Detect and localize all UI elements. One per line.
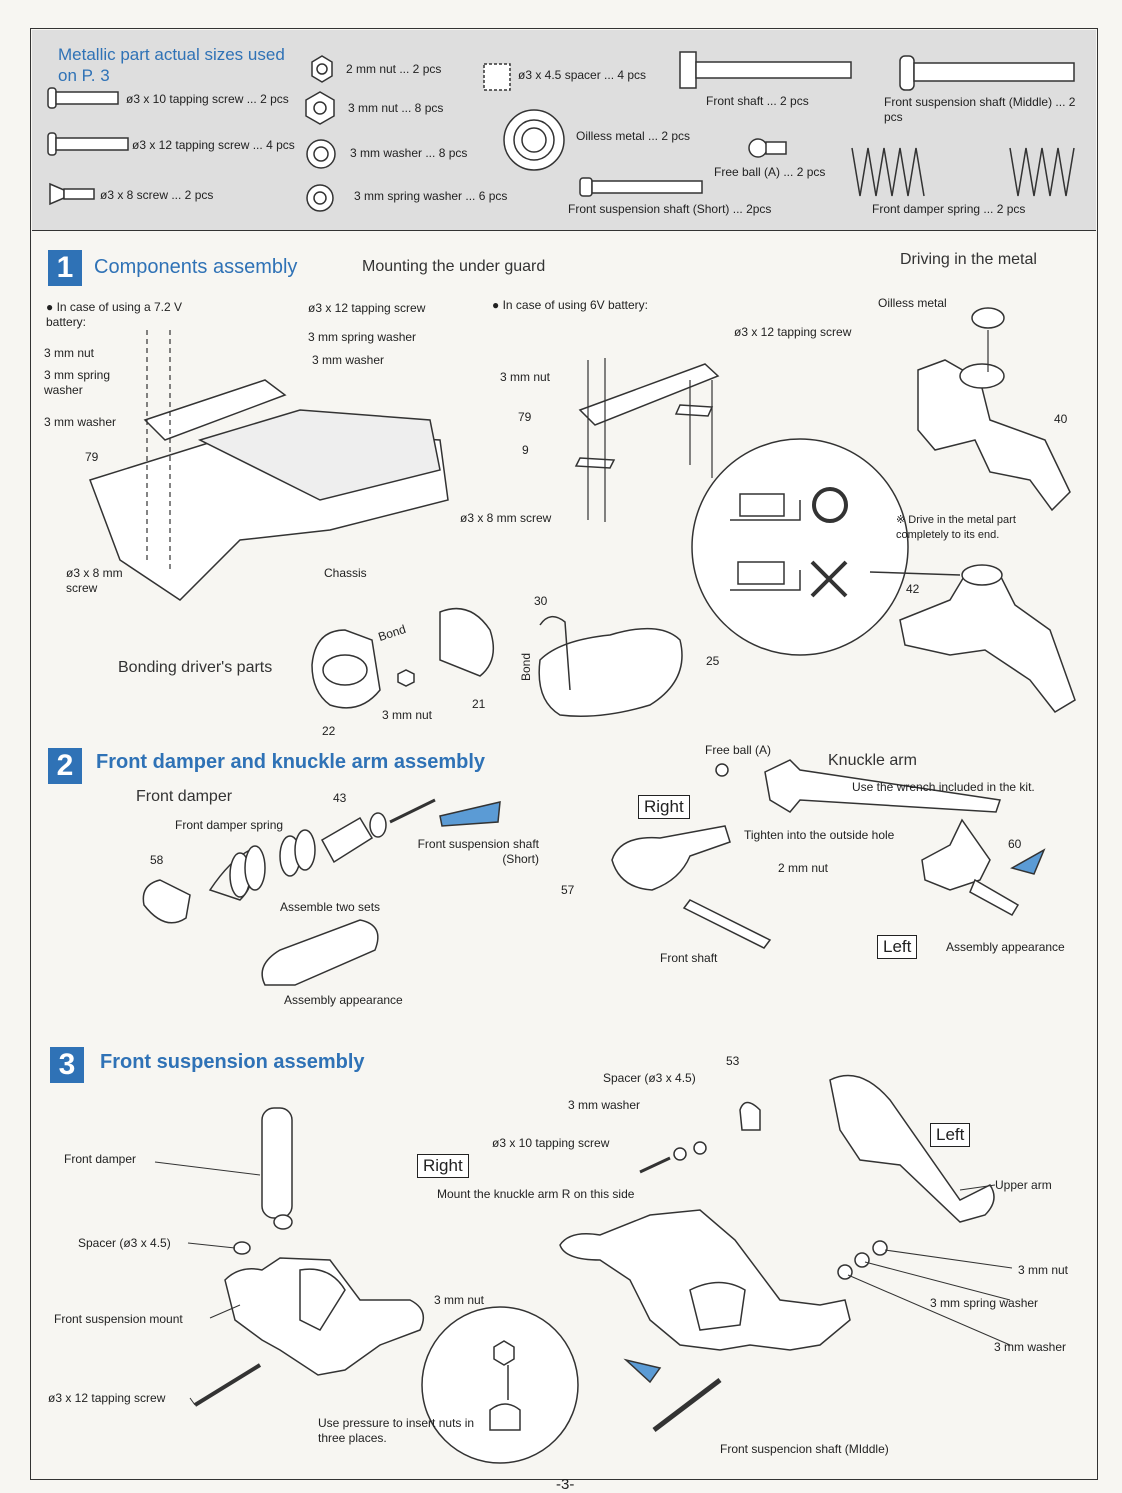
page-number: -3- [556,1476,575,1493]
s2-assembly-appearance-knuckle: Assembly appearance [946,940,1065,954]
under-guard-subtitle: Mounting the under guard [362,258,546,275]
s3-spacer-right-label: Spacer (ø3 x 4.5) [603,1071,696,1085]
partno-79b: 79 [518,410,532,424]
part-damper-spring: Front damper spring ... 2 pcs [872,202,1026,216]
s3-mount-label: Front suspension mount [54,1312,183,1326]
s1-nut-label: 3 mm nut [44,346,95,360]
partno-57: 57 [561,883,575,897]
s2-knuckle-arm-label: Knuckle arm [828,752,917,769]
case-72v: ● In case of using a 7.2 V battery: [46,300,182,329]
part-spring-washer: 3 mm spring washer ... 6 pcs [354,189,508,203]
partno-25: 25 [706,654,720,668]
part-tap12: ø3 x 12 tapping screw ... 4 pcs [132,138,295,152]
s3-tap12-label: ø3 x 12 tapping screw [48,1391,166,1405]
s1-washer-left-label: 3 mm washer [44,415,117,429]
s1-tap12-label: ø3 x 12 tapping screw [308,301,426,315]
s2-tighten-label: Tighten into the outside hole [744,828,895,842]
s1-oilless-label: Oilless metal [878,296,947,310]
section2-title: Front damper and knuckle arm assembly [96,751,486,773]
s2-damper-spring-label: Front damper spring [175,818,284,832]
s2-right-label: Right [638,795,690,819]
parts-list-title: Metallic part actual sizes used on P. 3 [58,45,285,85]
s2-wrench-note: Use the wrench included in the kit. [852,780,1035,794]
s3-front-damper-label: Front damper [64,1152,137,1166]
partno-60: 60 [1008,837,1022,851]
part-susp-short: Front suspension shaft (Short) ... 2pcs [568,202,772,216]
s3-left-label: Left [930,1123,971,1147]
section3-number: 3 [50,1047,84,1083]
partno-21: 21 [472,697,486,711]
s2-assembly-appearance-damper: Assembly appearance [284,993,403,1007]
part-spacer: ø3 x 4.5 spacer ... 4 pcs [518,68,647,82]
s1-drive-note: ※ Drive in the metal part completely to … [896,514,1016,541]
part-susp-middle: Front suspension shaft (Middle) ... 2 pc… [884,95,1076,124]
s1-spring-washer-label: 3 mm spring washer [308,330,417,344]
s1-nut-helmet-label: 3 mm nut [382,708,433,722]
s1-washer-label: 3 mm washer [312,353,385,367]
s3-spring-washer-label: 3 mm spring washer [930,1296,1039,1310]
s3-upper-arm-label: Upper arm [995,1178,1052,1192]
section1-number: 1 [48,250,82,286]
partno-58: 58 [150,853,164,867]
s1-tap12-right-label: ø3 x 12 tapping screw [734,325,852,339]
page-frame [30,28,1098,1480]
part-washer3: 3 mm washer ... 8 pcs [350,146,468,160]
partno-79: 79 [85,450,99,464]
s3-shaft-middle-label: Front suspencion shaft (MIddle) [720,1442,889,1456]
partno-9: 9 [522,443,529,457]
front-damper-subtitle: Front damper [136,788,233,805]
part-tap10: ø3 x 10 tapping screw ... 2 pcs [126,92,289,106]
part-nut3: 3 mm nut ... 8 pcs [348,101,444,115]
s1-chassis-label: Chassis [324,566,367,580]
partno-53: 53 [726,1054,740,1068]
s2-assemble-two-label: Assemble two sets [280,900,381,914]
s2-susp-short-label: Front suspension shaft (Short) [417,837,539,866]
s1-spring-washer-left-label: 3 mm spring washer [44,368,111,397]
s1-screw8-right-label: ø3 x 8 mm screw [460,511,552,525]
case-6v: ● In case of using 6V battery: [492,298,648,312]
part-oilless: Oilless metal ... 2 pcs [576,129,691,143]
s1-screw8-label: ø3 x 8 mm screw [66,566,123,595]
partno-42: 42 [906,582,920,596]
part-front-shaft: Front shaft ... 2 pcs [706,94,809,108]
part-nut2: 2 mm nut ... 2 pcs [346,62,442,76]
part-screw8: ø3 x 8 screw ... 2 pcs [100,188,214,202]
s3-washer-label: 3 mm washer [568,1098,641,1112]
bonding-subtitle: Bonding driver's parts [118,659,273,676]
s3-nut3-left-label: 3 mm nut [434,1293,485,1307]
section2-number: 2 [48,748,82,784]
partno-40: 40 [1054,412,1068,426]
s3-nut3-right-label: 3 mm nut [1018,1263,1069,1277]
partno-43: 43 [333,791,347,805]
s2-left-label: Left [877,935,918,959]
s3-mount-knuckle-label: Mount the knuckle arm R on this side [437,1187,635,1201]
s3-right-label: Right [417,1154,469,1178]
s2-nut2-label: 2 mm nut [778,861,829,875]
s1-nut-right-label: 3 mm nut [500,370,551,384]
section1-title: Components assembly [94,256,298,278]
section3-title: Front suspension assembly [100,1051,365,1073]
s2-free-ball-label: Free ball (A) [705,743,772,757]
s3-spacer-label: Spacer (ø3 x 4.5) [78,1236,171,1250]
driving-metal-subtitle: Driving in the metal [900,251,1037,268]
partno-30: 30 [534,594,548,608]
partno-22: 22 [322,724,336,738]
s3-pressure-note: Use pressure to insert nuts in three pla… [318,1416,475,1445]
s2-front-shaft-label: Front shaft [660,951,718,965]
s3-washer-right-label: 3 mm washer [994,1340,1067,1354]
part-free-ball: Free ball (A) ... 2 pcs [714,165,826,179]
s3-tap10-label: ø3 x 10 tapping screw [492,1136,610,1150]
